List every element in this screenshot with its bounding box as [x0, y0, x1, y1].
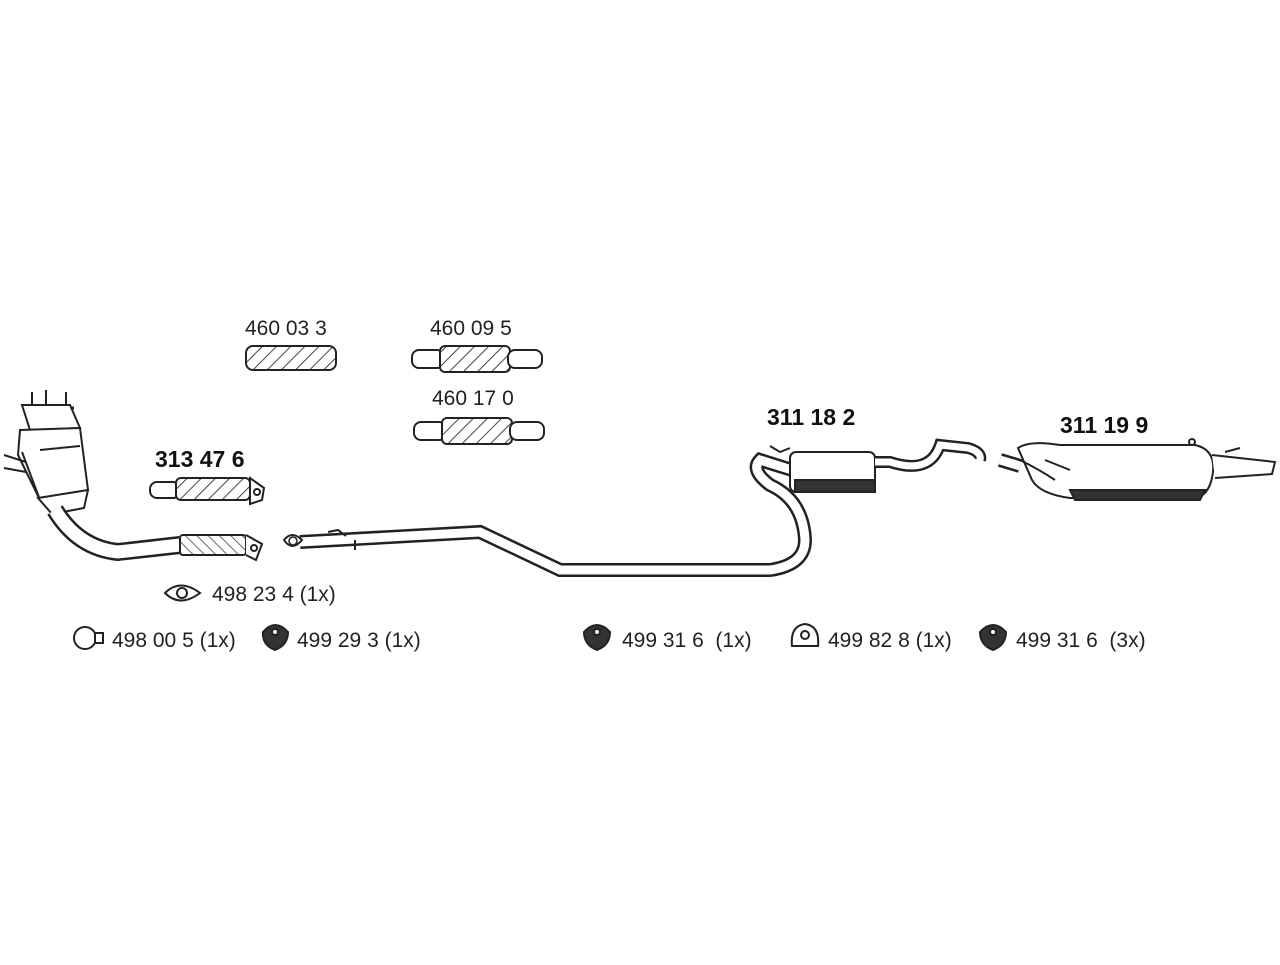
flex-pipe-460-09-5 [411, 345, 543, 373]
label-flex-pipe-3: 460 17 0 [432, 387, 514, 410]
catalytic-converter [3, 390, 264, 562]
label-middle-silencer: 311 18 2 [767, 404, 856, 430]
label-front-pipe: 313 47 6 [155, 446, 245, 472]
front-pipe-flex-piece [149, 476, 266, 506]
gasket-icon [163, 584, 202, 602]
label-clamp: 498 00 5 (1x) [112, 629, 236, 652]
middle-silencer [769, 438, 987, 493]
rubber-mount-icon-rear [978, 624, 1008, 652]
rear-silencer [997, 438, 1277, 501]
label-flex-pipe-2: 460 09 5 [430, 317, 512, 340]
label-rubber-mount-mid: 499 31 6 (1x) [622, 629, 752, 652]
rubber-mount-icon [261, 624, 290, 652]
rubber-ring-icon [790, 622, 820, 647]
rubber-mount-icon-mid [582, 624, 612, 652]
label-flex-pipe-1: 460 03 3 [245, 317, 327, 340]
label-rear-silencer: 311 19 9 [1060, 412, 1149, 438]
flex-pipe-460-03-3 [245, 345, 337, 371]
label-rubber-ring: 499 82 8 (1x) [828, 629, 952, 652]
clamp-icon [73, 626, 104, 650]
label-gasket: 498 23 4 (1x) [212, 583, 336, 606]
middle-pipe [282, 452, 813, 577]
label-rubber-mount-rear: 499 31 6 (3x) [1016, 629, 1146, 652]
flex-pipe-460-17-0 [413, 417, 545, 445]
label-rubber-mount-front: 499 29 3 (1x) [297, 629, 421, 652]
